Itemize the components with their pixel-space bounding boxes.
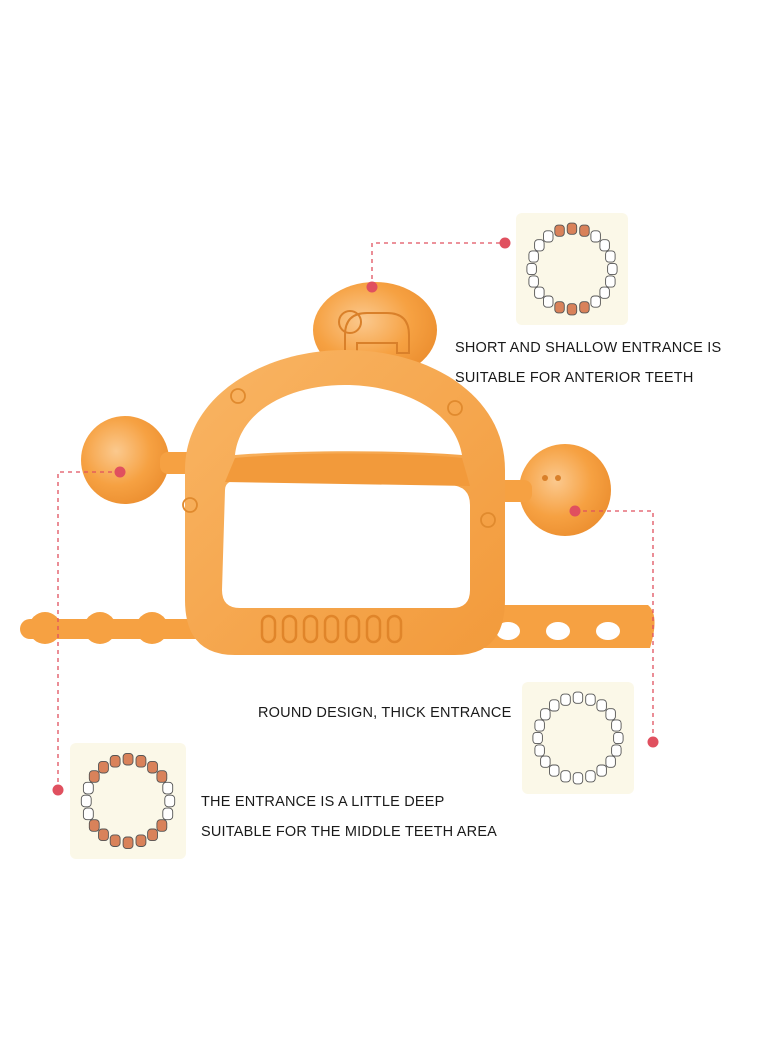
tooth <box>596 764 607 777</box>
middle-callout-line1: THE ENTRANCE IS A LITTLE DEEP <box>201 794 445 810</box>
tooth <box>122 836 134 850</box>
tooth <box>613 731 624 745</box>
tooth <box>88 819 100 832</box>
teether-ring <box>182 350 505 655</box>
tooth <box>162 807 174 821</box>
tooth <box>560 770 571 783</box>
tooth <box>549 764 560 777</box>
strap-beads <box>20 612 220 644</box>
tooth <box>607 262 618 276</box>
tooth <box>162 781 174 795</box>
tooth <box>579 224 590 237</box>
teeth-diagram-round <box>522 682 634 794</box>
strap-holes <box>470 605 655 648</box>
teeth-diagram-anterior <box>516 213 628 325</box>
tooth <box>543 230 554 243</box>
tooth <box>611 719 622 732</box>
tooth <box>80 794 92 808</box>
tooth <box>599 239 610 252</box>
tooth <box>590 295 601 308</box>
tooth <box>534 286 545 299</box>
tooth <box>135 834 147 847</box>
tooth <box>590 230 601 243</box>
tooth <box>526 262 537 276</box>
tooth <box>98 828 109 842</box>
tooth <box>585 693 596 706</box>
left-ball <box>81 416 200 504</box>
tooth <box>147 760 158 774</box>
tooth <box>596 699 607 712</box>
tooth <box>109 834 121 847</box>
tooth <box>156 770 168 783</box>
tooth <box>156 819 168 832</box>
leader-lines <box>57 242 654 790</box>
tooth <box>605 275 616 288</box>
round-callout-line1: ROUND DESIGN, THICK ENTRANCE <box>258 705 512 721</box>
tooth <box>98 760 109 774</box>
tooth <box>605 755 616 768</box>
tooth <box>605 708 616 721</box>
tooth <box>605 250 616 263</box>
right-ball <box>496 444 611 536</box>
teeth-diagram-middle <box>70 743 186 859</box>
middle-callout-line2: SUITABLE FOR THE MIDDLE TEETH AREA <box>201 824 498 840</box>
tooth <box>534 719 545 732</box>
tooth <box>88 770 100 783</box>
tooth <box>572 691 584 704</box>
tooth <box>599 286 610 299</box>
tooth <box>566 222 578 235</box>
tooth <box>540 708 551 721</box>
anterior-callout-line2: SUITABLE FOR ANTERIOR TEETH <box>455 370 694 386</box>
tooth <box>532 731 543 745</box>
tooth <box>534 239 545 252</box>
tooth <box>543 295 554 308</box>
tooth <box>579 301 590 314</box>
tooth <box>122 752 134 766</box>
tooth <box>585 770 596 783</box>
tooth <box>554 224 565 237</box>
tooth <box>82 781 94 795</box>
tooth <box>554 301 565 314</box>
tooth <box>572 772 584 785</box>
tooth <box>560 693 571 706</box>
tooth <box>540 755 551 768</box>
tooth <box>534 744 545 757</box>
tooth <box>164 794 176 808</box>
tooth <box>135 755 147 768</box>
leader-dots <box>52 237 659 796</box>
tooth <box>611 744 622 757</box>
tooth <box>528 275 539 288</box>
tooth <box>147 828 158 842</box>
tooth <box>109 755 121 768</box>
tooth <box>566 303 578 316</box>
tooth <box>82 807 94 821</box>
tooth <box>549 699 560 712</box>
tooth <box>528 250 539 263</box>
anterior-callout-line1: SHORT AND SHALLOW ENTRANCE IS <box>455 340 722 356</box>
